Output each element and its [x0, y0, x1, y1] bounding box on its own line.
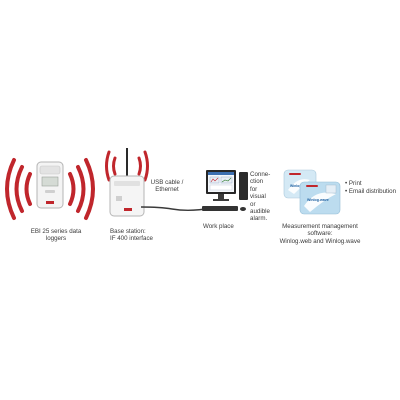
- alarm-line4: visual: [250, 193, 266, 201]
- software-box-winlog-wave: Winlog.wave: [299, 181, 341, 215]
- software-label: Measurement management software: Winlog.…: [272, 223, 368, 245]
- workplace-illustration: [202, 170, 248, 211]
- logger-signal-icon: [5, 158, 95, 220]
- alarm-line3: for: [250, 185, 258, 193]
- base-station-label-line1: Base station:: [110, 228, 146, 235]
- software-label-line1: Measurement management software:: [282, 223, 358, 238]
- outputs-list: • Print • Email distribution: [345, 180, 400, 196]
- cable-label-line1: USB cable /: [150, 179, 184, 186]
- base-station-illustration: [105, 148, 149, 217]
- data-logger-device: [36, 161, 64, 209]
- output-print-label: Print: [348, 180, 362, 187]
- usb-ethernet-cable: [140, 206, 212, 211]
- logger-label-line1: EBI 25 series data: [30, 228, 82, 235]
- monitor-icon: [206, 170, 236, 201]
- workplace-label: Work place: [203, 223, 234, 230]
- output-email: • Email distribution: [345, 188, 397, 196]
- alarm-line5: or: [250, 200, 256, 208]
- alarm-connection-label: Conne- ction for visual or audible alarm…: [250, 171, 276, 223]
- software-box2-text: Winlog.wave: [307, 198, 329, 202]
- output-print: • Print: [345, 180, 362, 187]
- software-illustration: Winlog.web Winlog.wave: [283, 169, 341, 215]
- base-station-label-line2: IF 400 interface: [110, 235, 153, 243]
- alarm-line6: audible: [250, 208, 270, 216]
- software-box1-text: Winlog.web: [290, 184, 309, 188]
- alarm-line7: alarm.: [250, 215, 268, 223]
- keyboard-icon: [202, 206, 238, 211]
- cable-label: USB cable / Ethernet: [147, 179, 187, 194]
- cable-label-line2: Ethernet: [155, 186, 179, 194]
- data-logger-illustration: [5, 158, 95, 220]
- base-station-device: [109, 175, 145, 217]
- pc-tower-icon: [239, 172, 248, 200]
- alarm-line1: Conne-: [250, 171, 271, 178]
- mouse-icon: [240, 207, 246, 211]
- logger-label: EBI 25 series data loggers: [20, 228, 92, 243]
- base-station-label: Base station: IF 400 interface: [110, 228, 180, 243]
- output-email-label: Email distribution: [348, 188, 397, 196]
- software-label-line2: Winlog.web and Winlog.wave: [279, 237, 361, 245]
- base-station-signal-icon: [105, 150, 149, 182]
- logger-label-line2: loggers: [45, 235, 67, 243]
- alarm-line2: ction: [250, 178, 264, 186]
